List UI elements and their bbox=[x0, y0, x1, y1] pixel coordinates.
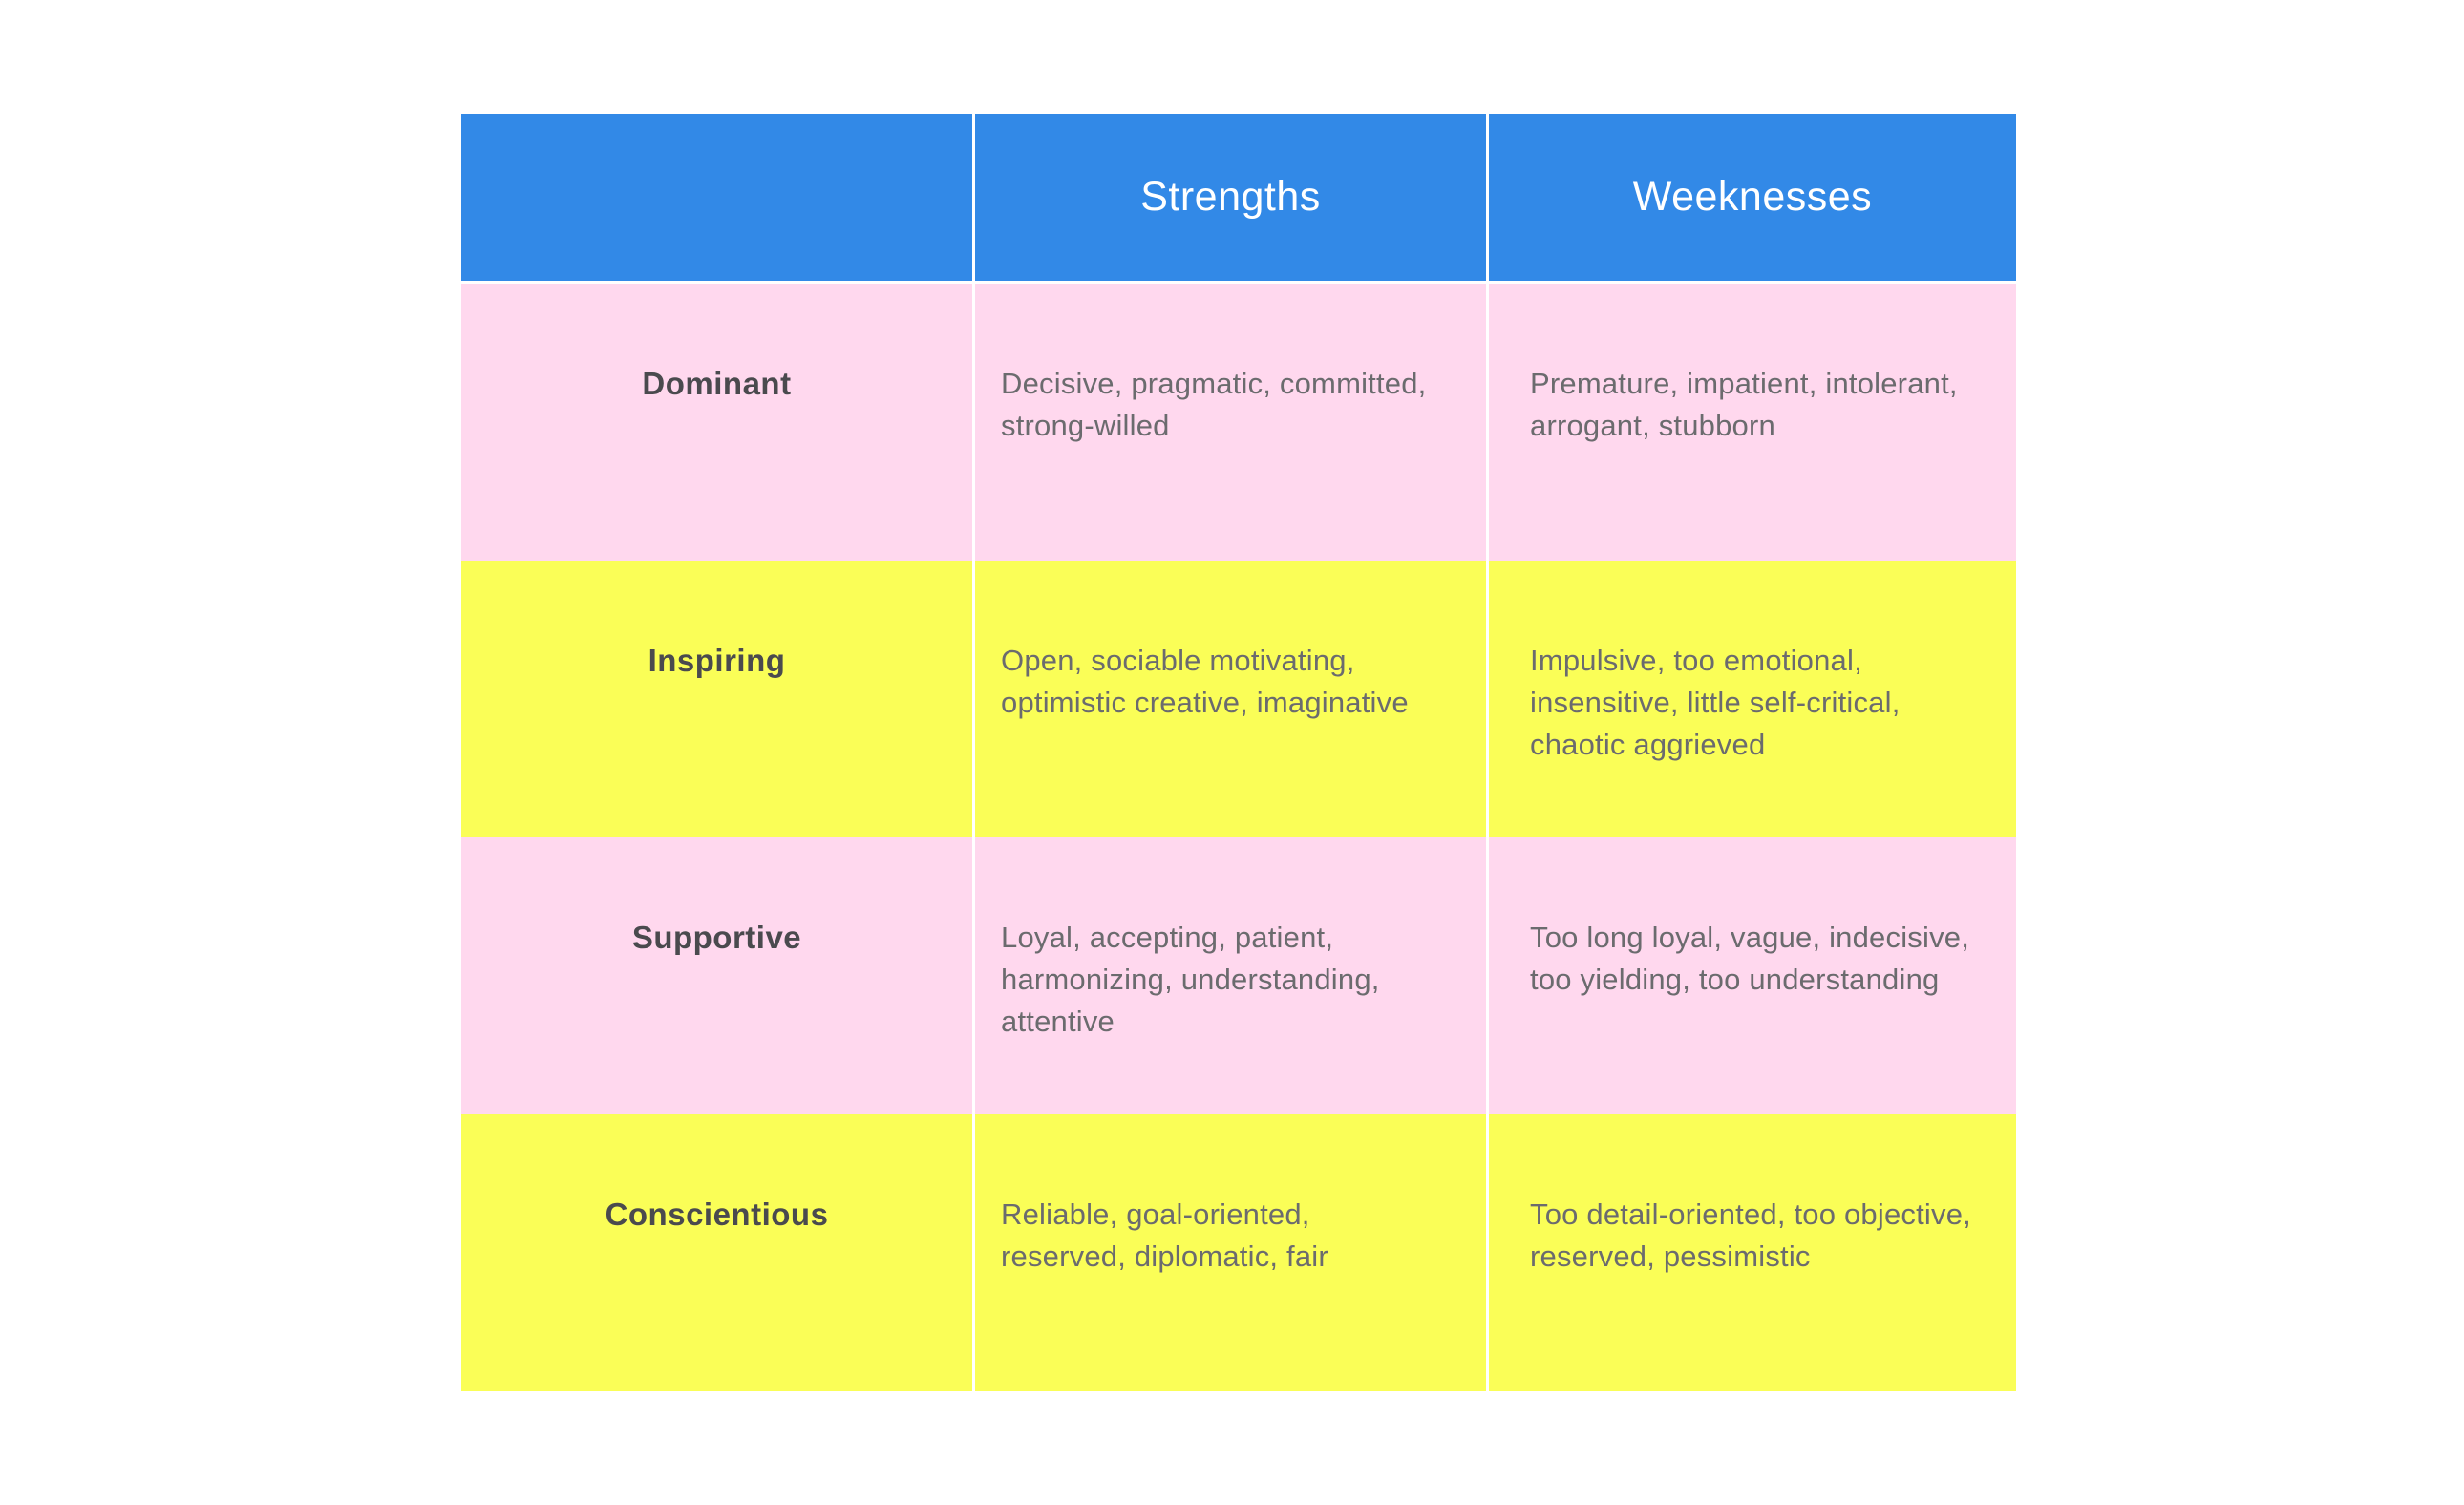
personality-table: Strengths Weeknesses Dominant Decisive, … bbox=[461, 114, 2016, 1391]
weaknesses-cell: Too detail-oriented, too objective, rese… bbox=[1489, 1114, 2016, 1391]
strengths-cell: Reliable, goal-oriented, reserved, diplo… bbox=[975, 1114, 1489, 1391]
header-cell-empty bbox=[461, 114, 975, 281]
weaknesses-cell: Premature, impatient, intolerant, arroga… bbox=[1489, 284, 2016, 561]
row-label: Supportive bbox=[461, 837, 975, 1114]
row-label: Dominant bbox=[461, 284, 975, 561]
table-row-dominant: Dominant Decisive, pragmatic, committed,… bbox=[461, 284, 2016, 561]
strengths-cell: Decisive, pragmatic, committed, strong-w… bbox=[975, 284, 1489, 561]
table-row-supportive: Supportive Loyal, accepting, patient, ha… bbox=[461, 837, 2016, 1114]
table-row-inspiring: Inspiring Open, sociable motivating, opt… bbox=[461, 561, 2016, 837]
row-label: Inspiring bbox=[461, 561, 975, 837]
table-header-row: Strengths Weeknesses bbox=[461, 114, 2016, 284]
weaknesses-cell: Impulsive, too emotional, insensitive, l… bbox=[1489, 561, 2016, 837]
row-label: Conscientious bbox=[461, 1114, 975, 1391]
header-cell-strengths: Strengths bbox=[975, 114, 1489, 281]
header-cell-weaknesses: Weeknesses bbox=[1632, 174, 1873, 220]
strengths-cell: Loyal, accepting, patient, harmonizing, … bbox=[975, 837, 1489, 1114]
table-row-conscientious: Conscientious Reliable, goal-oriented, r… bbox=[461, 1114, 2016, 1391]
weaknesses-cell: Too long loyal, vague, indecisive, too y… bbox=[1489, 837, 2016, 1114]
strengths-cell: Open, sociable motivating, optimistic cr… bbox=[975, 561, 1489, 837]
